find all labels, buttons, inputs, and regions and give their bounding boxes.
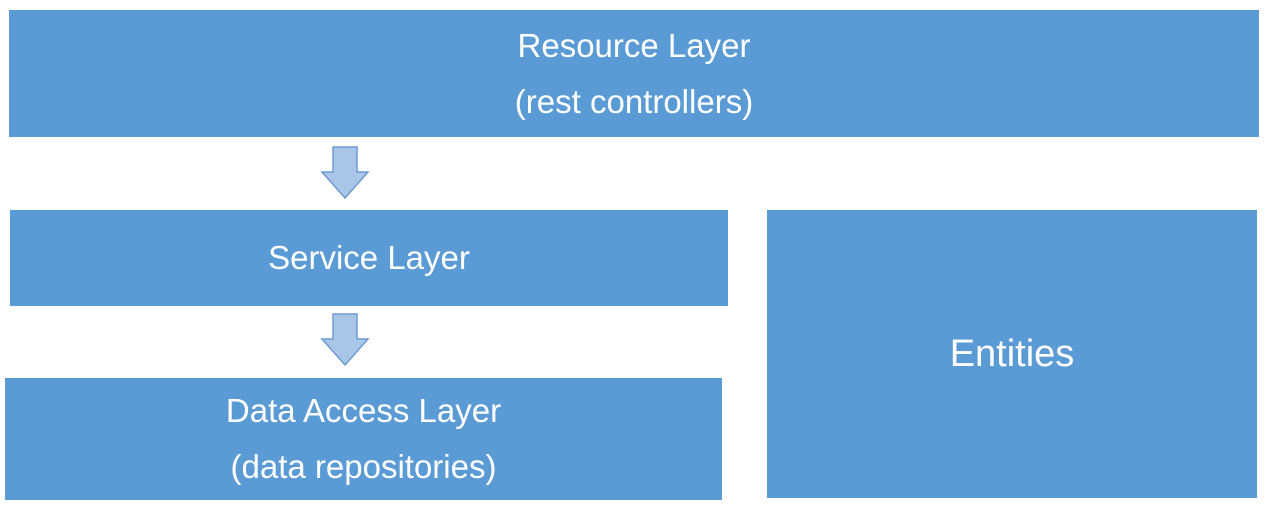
- data-access-layer-box: Data Access Layer (data repositories): [5, 378, 722, 500]
- entities-title: Entities: [949, 333, 1075, 375]
- service-layer-title: Service Layer: [268, 239, 470, 276]
- service-layer-box: Service Layer: [10, 210, 728, 306]
- down-arrow-icon: [320, 146, 370, 200]
- resource-layer-box: Resource Layer (rest controllers): [9, 10, 1259, 137]
- entities-box: Entities: [767, 210, 1257, 498]
- resource-layer-subtitle: (rest controllers): [514, 82, 754, 120]
- resource-layer-title: Resource Layer: [517, 26, 751, 64]
- data-access-layer-subtitle: (data repositories): [230, 448, 497, 485]
- down-arrow-icon: [320, 313, 370, 367]
- data-access-layer-title: Data Access Layer: [225, 392, 502, 429]
